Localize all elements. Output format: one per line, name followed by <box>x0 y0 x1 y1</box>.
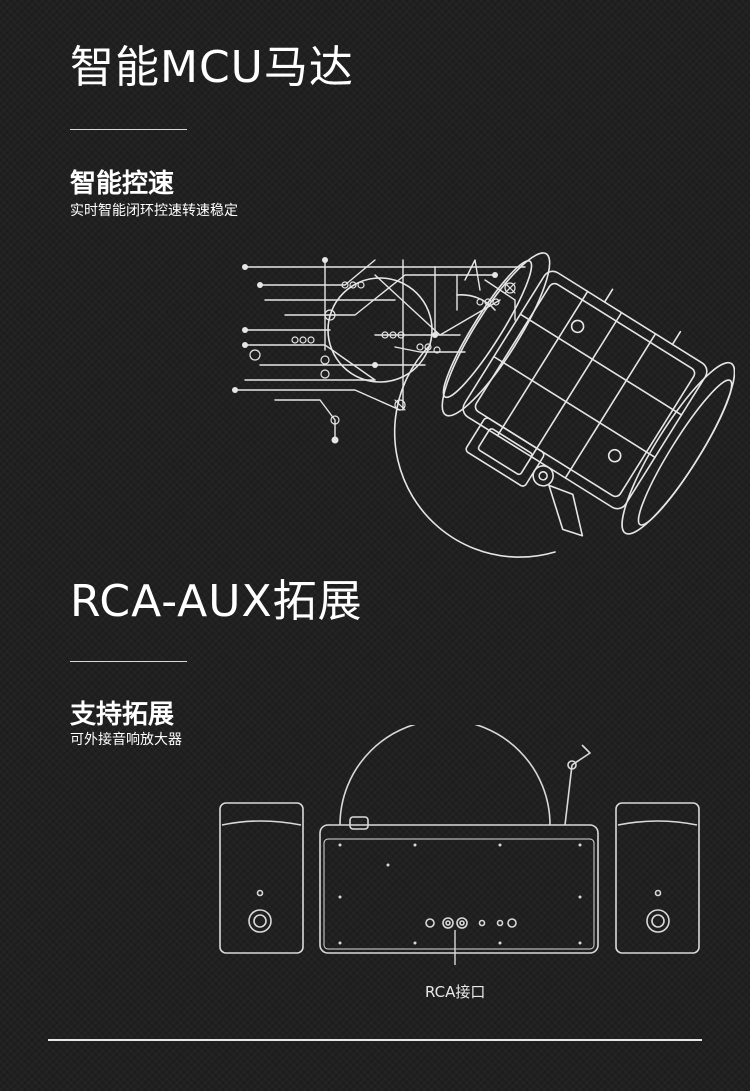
feature-heading-speed-control: 智能控速 <box>70 169 175 199</box>
bottom-divider <box>48 1039 702 1041</box>
feature-description-expansion: 可外接音响放大器 <box>70 732 182 748</box>
title-underline <box>70 129 187 130</box>
motor-schematic-illustration <box>232 252 735 558</box>
feature-heading-expansion: 支持拓展 <box>70 700 175 730</box>
section-title-rca-aux: RCA-AUX拓展 <box>70 576 363 627</box>
rca-port-label: RCA接口 <box>425 983 486 1001</box>
section-title-motor: 智能MCU马达 <box>70 42 354 93</box>
feature-description-speed-control: 实时智能闭环控速转速稳定 <box>70 203 238 219</box>
right-speaker <box>615 802 700 954</box>
title-underline <box>70 661 187 662</box>
turntable-speakers-illustration <box>219 725 700 965</box>
left-speaker <box>219 802 304 954</box>
